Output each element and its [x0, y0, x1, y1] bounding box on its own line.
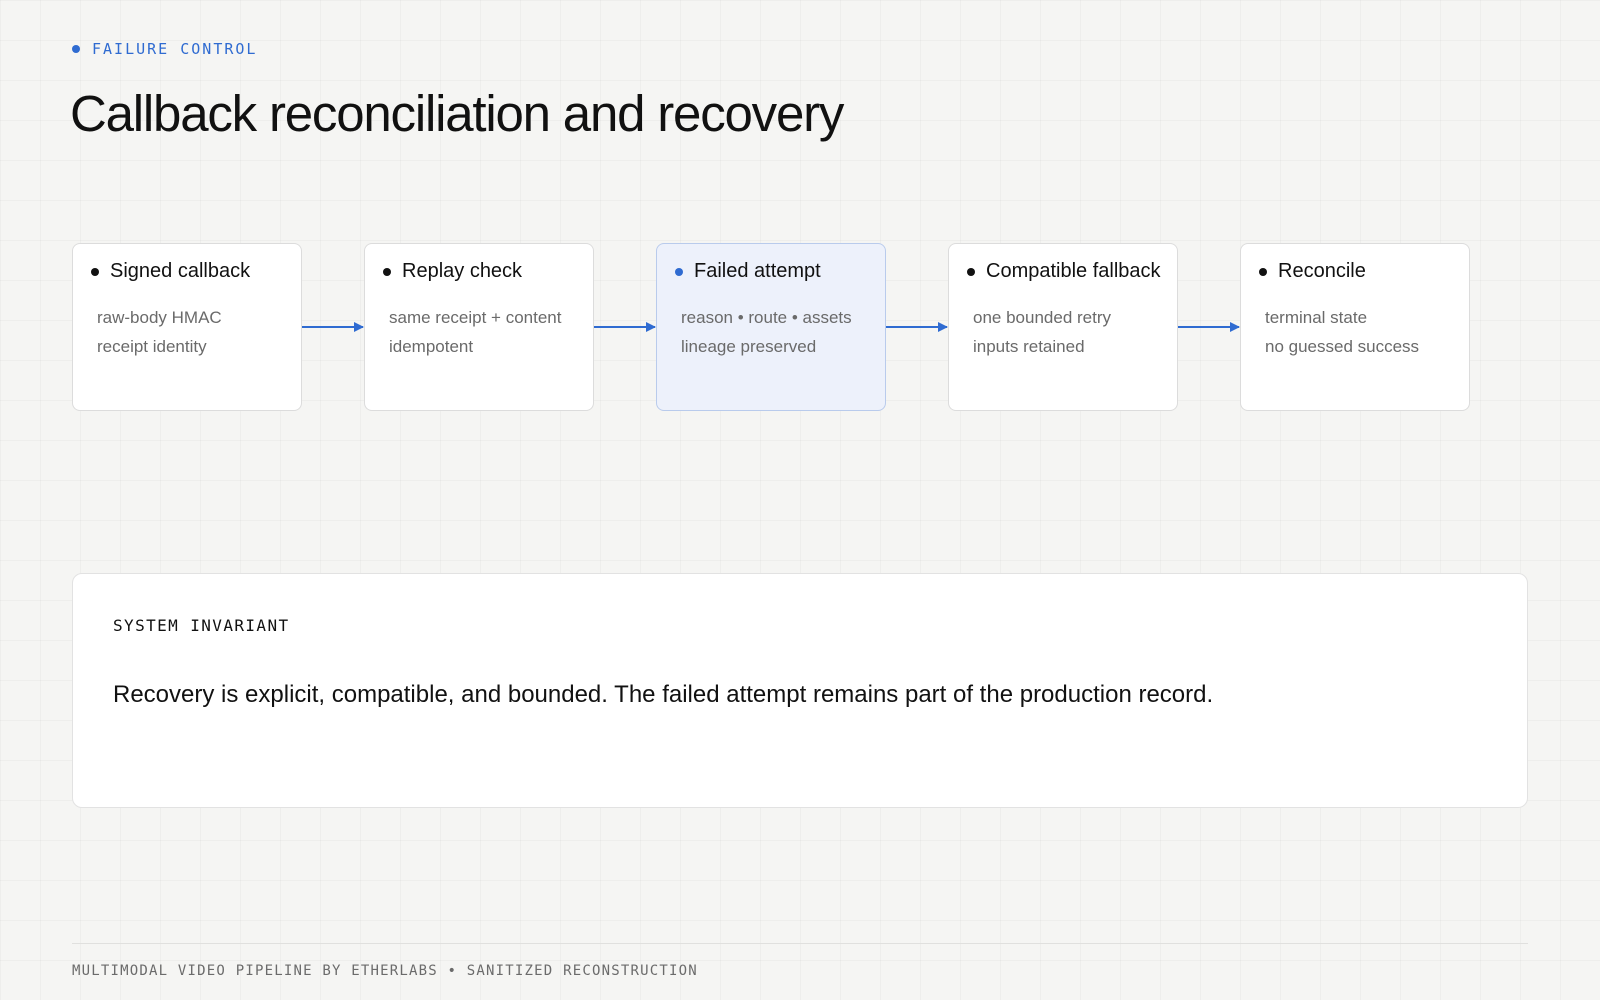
node-title: Reconcile — [1278, 260, 1366, 282]
footer-divider — [72, 943, 1528, 944]
node-detail-line: receipt identity — [97, 337, 207, 356]
page-title: Callback reconciliation and recovery — [70, 85, 844, 142]
node-detail-line: lineage preserved — [681, 337, 817, 356]
flow-node-replay-check: Replay check same receipt + content idempo… — [364, 243, 594, 411]
node-detail-line: one bounded retry — [973, 308, 1111, 327]
node-details: same receipt + content idempotent — [383, 303, 583, 361]
node-header: Compatible fallback — [967, 260, 1167, 283]
bullet-dot-icon — [967, 267, 975, 276]
node-header: Reconcile — [1259, 260, 1459, 283]
footer-credit: MULTIMODAL VIDEO PIPELINE BY ETHERLABS •… — [72, 963, 698, 979]
node-title: Signed callback — [110, 260, 251, 282]
flow-node-reconcile: Reconcile terminal state no guessed succes… — [1240, 243, 1470, 411]
bullet-dot-icon — [675, 267, 683, 276]
node-detail-line: idempotent — [389, 337, 474, 356]
node-detail-line: terminal state — [1265, 308, 1368, 327]
node-detail-line: no guessed success — [1265, 337, 1420, 356]
node-details: one bounded retry inputs retained — [967, 303, 1167, 361]
node-header: Signed callback — [91, 260, 291, 283]
bullet-dot-icon — [383, 267, 391, 276]
flow-node-failed-attempt: Failed attempt reason • route • assets lin… — [656, 243, 886, 411]
system-invariant-card: SYSTEM INVARIANT Recovery is explicit, c… — [72, 573, 1528, 808]
node-detail-line: raw-body HMAC — [97, 308, 222, 327]
eyebrow-dot-icon — [72, 45, 80, 53]
node-header: Failed attempt — [675, 260, 875, 283]
node-detail-line: inputs retained — [973, 337, 1085, 356]
node-header: Replay check — [383, 260, 583, 283]
section-eyebrow: FAILURE CONTROL — [72, 40, 257, 58]
invariant-statement: Recovery is explicit, compatible, and bo… — [113, 681, 1214, 708]
eyebrow-label: FAILURE CONTROL — [92, 40, 258, 58]
flow-node-compatible-fallback: Compatible fallback one bounded retry inpu… — [948, 243, 1178, 411]
flow-node-signed-callback: Signed callback raw-body HMAC receipt iden… — [72, 243, 302, 411]
bullet-dot-icon — [91, 267, 99, 276]
node-details: reason • route • assets lineage preserved — [675, 303, 875, 361]
invariant-label: SYSTEM INVARIANT — [113, 616, 290, 635]
bullet-dot-icon — [1259, 267, 1267, 276]
node-detail-line: same receipt + content — [389, 308, 562, 327]
node-details: raw-body HMAC receipt identity — [91, 303, 291, 361]
node-details: terminal state no guessed success — [1259, 303, 1459, 361]
node-title: Failed attempt — [694, 260, 821, 282]
node-title: Compatible fallback — [986, 260, 1161, 282]
node-title: Replay check — [402, 260, 523, 282]
node-detail-line: reason • route • assets — [681, 308, 852, 327]
